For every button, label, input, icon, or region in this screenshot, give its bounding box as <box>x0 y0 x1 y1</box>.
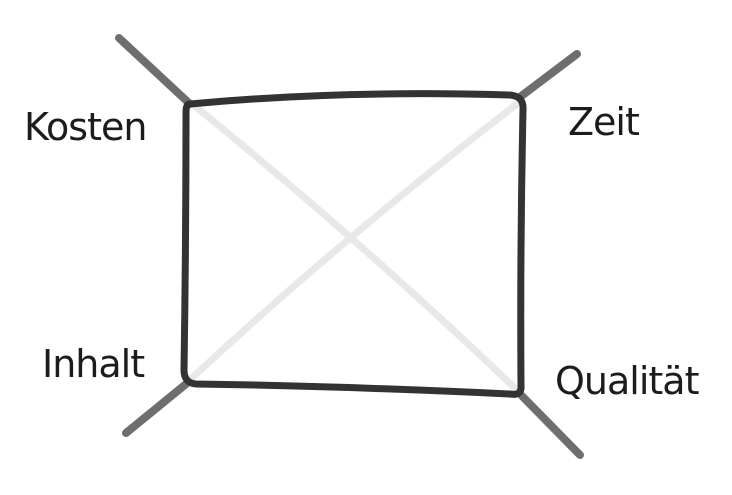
corner-line-top-right <box>516 50 581 101</box>
corner-label-kosten: Kosten <box>24 105 147 149</box>
corner-label-zeit: Zeit <box>568 100 640 144</box>
corner-line-bottom-right <box>518 392 584 459</box>
diagonal-top-right-to-bottom-left <box>188 100 521 382</box>
corner-label-qualitaet: Qualität <box>555 359 699 403</box>
corner-lines <box>115 34 584 459</box>
diagonal-top-left-to-bottom-right <box>192 103 523 396</box>
diagonal-lines <box>188 100 523 396</box>
corner-line-bottom-left <box>122 380 190 437</box>
square-frame <box>180 90 527 398</box>
corner-line-top-left <box>115 34 194 108</box>
corner-label-inhalt: Inhalt <box>42 342 145 386</box>
